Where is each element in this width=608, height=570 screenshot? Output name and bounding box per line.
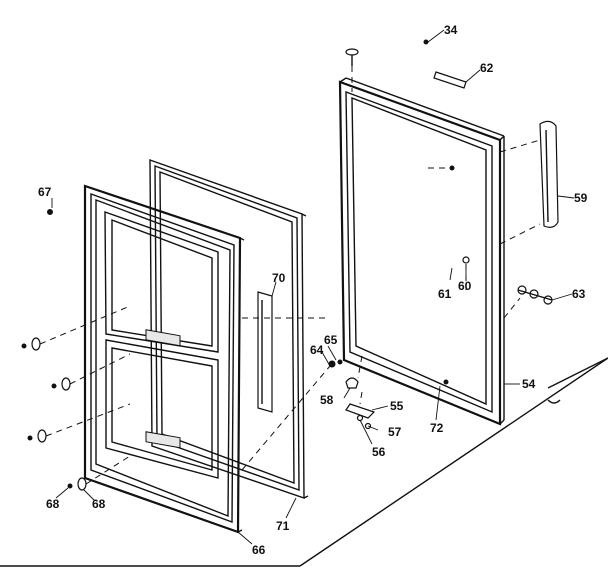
label-68-left: 68	[46, 497, 60, 511]
label-57: 57	[388, 425, 402, 439]
label-59: 59	[574, 191, 588, 205]
label-68-right: 68	[92, 497, 106, 511]
part-number-labels: 34 62 59 67 70 61 60 63 65 64 54 58 55 7…	[38, 23, 588, 557]
mid-fasteners	[328, 359, 343, 368]
label-71: 71	[276, 519, 290, 533]
label-70: 70	[272, 271, 286, 285]
alignment-lines	[39, 66, 541, 485]
lower-hinge-parts	[345, 377, 376, 430]
label-61: 61	[438, 287, 452, 301]
cabinet-floor-lines	[0, 357, 608, 567]
frame-small-parts	[443, 165, 470, 385]
top-screw	[345, 48, 359, 66]
label-62: 62	[480, 61, 494, 75]
label-67: 67	[38, 185, 52, 199]
hinge-pin	[423, 39, 429, 45]
label-66: 66	[252, 543, 266, 557]
label-63: 63	[572, 287, 586, 301]
left-fasteners	[21, 209, 87, 491]
rod-part	[433, 71, 467, 89]
label-72: 72	[430, 421, 444, 435]
outer-door-frame	[338, 77, 505, 426]
leader-lines	[51, 29, 575, 545]
label-60: 60	[458, 279, 472, 293]
breaker-strip	[257, 291, 273, 413]
label-56: 56	[372, 445, 386, 459]
label-64: 64	[310, 343, 324, 357]
latch-assembly	[517, 285, 553, 305]
label-54: 54	[522, 377, 536, 391]
label-34: 34	[444, 23, 458, 37]
label-58: 58	[320, 393, 334, 407]
door-handle	[539, 120, 559, 228]
inner-door-panel	[83, 184, 245, 534]
label-65: 65	[324, 333, 338, 347]
label-55: 55	[390, 399, 404, 413]
